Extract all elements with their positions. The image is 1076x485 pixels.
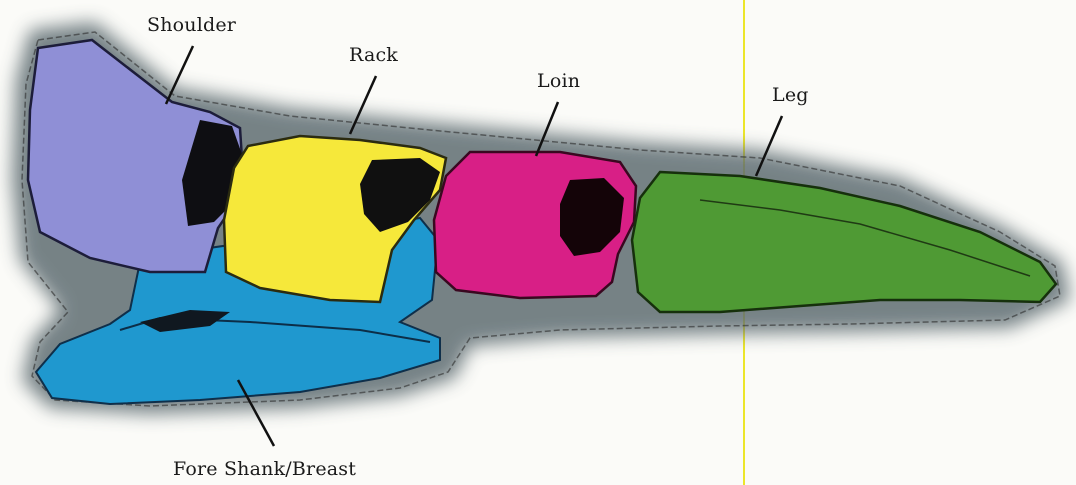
rack-label: Rack xyxy=(349,44,398,66)
leg-cut xyxy=(632,172,1056,312)
shoulder-label: Shoulder xyxy=(147,14,236,36)
fore-shank-breast-label: Fore Shank/Breast xyxy=(173,458,356,480)
loin-label: Loin xyxy=(537,70,580,92)
leg-label: Leg xyxy=(772,84,809,106)
